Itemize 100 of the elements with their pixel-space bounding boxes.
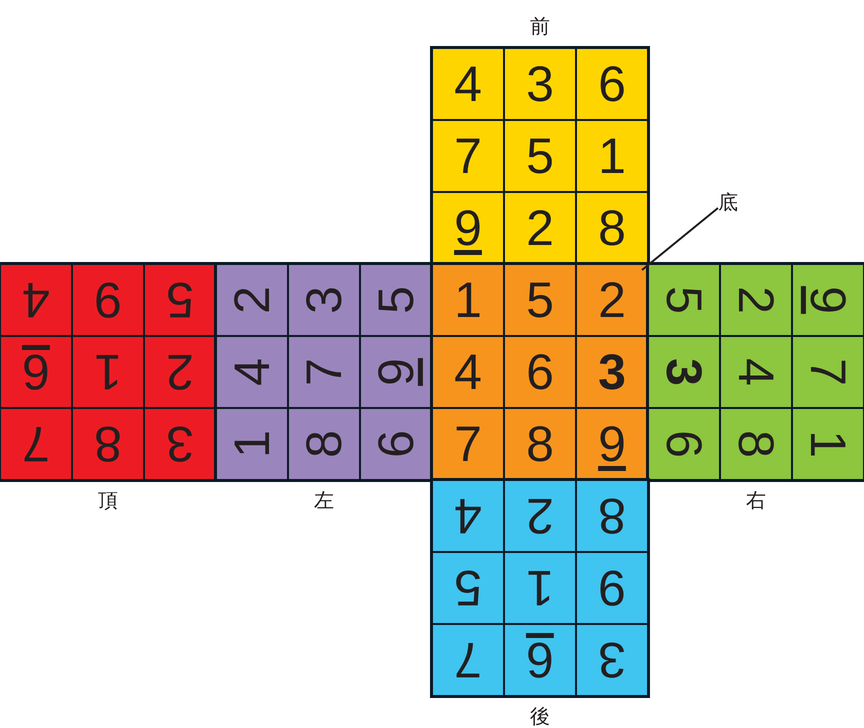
sticker-tile bbox=[576, 624, 648, 696]
digit: 8 bbox=[598, 203, 626, 253]
digit: 9 bbox=[598, 419, 626, 469]
digit: 8 bbox=[299, 430, 349, 458]
cube-face bbox=[0, 264, 216, 480]
sticker-tile bbox=[0, 408, 72, 480]
digit: 4 bbox=[454, 59, 482, 109]
sticker-tile bbox=[648, 408, 720, 480]
digit: 6 bbox=[598, 59, 626, 109]
sticker-tile bbox=[648, 264, 720, 336]
digit: 5 bbox=[371, 286, 421, 314]
digit: 1 bbox=[454, 275, 482, 325]
sticker-tile bbox=[288, 336, 360, 408]
digit: 9 bbox=[371, 358, 421, 386]
face-label: 右 bbox=[746, 490, 766, 510]
digit: 7 bbox=[454, 635, 482, 685]
digit: 3 bbox=[598, 347, 626, 397]
digit: 4 bbox=[731, 358, 781, 386]
sticker-tile bbox=[216, 408, 288, 480]
sticker-tile bbox=[648, 336, 720, 408]
digit: 1 bbox=[227, 430, 277, 458]
sticker-tile bbox=[504, 192, 576, 264]
digit: 7 bbox=[454, 131, 482, 181]
sticker-tile bbox=[720, 336, 792, 408]
sticker-tile bbox=[432, 48, 504, 120]
digit: 4 bbox=[454, 347, 482, 397]
sticker-tile bbox=[432, 480, 504, 552]
cube-face bbox=[432, 48, 648, 264]
digit: 2 bbox=[227, 286, 277, 314]
digit: 9 bbox=[94, 275, 122, 325]
digit: 1 bbox=[598, 131, 626, 181]
digit: 2 bbox=[731, 286, 781, 314]
digit: 2 bbox=[526, 491, 554, 541]
sticker-tile bbox=[504, 48, 576, 120]
sticker-tile bbox=[216, 336, 288, 408]
digit: 6 bbox=[22, 347, 50, 397]
digit: 8 bbox=[94, 419, 122, 469]
sticker-tile bbox=[504, 552, 576, 624]
digit: 3 bbox=[598, 635, 626, 685]
digit: 3 bbox=[299, 286, 349, 314]
digit: 1 bbox=[94, 347, 122, 397]
face-label: 頂 bbox=[98, 490, 118, 510]
sticker-tile bbox=[432, 624, 504, 696]
sticker-tile bbox=[576, 408, 648, 480]
digit: 6 bbox=[659, 430, 709, 458]
digit: 2 bbox=[526, 203, 554, 253]
digit: 9 bbox=[803, 286, 853, 314]
cube-face bbox=[648, 264, 864, 480]
sticker-tile bbox=[504, 408, 576, 480]
sticker-tile bbox=[792, 408, 864, 480]
sticker-tile bbox=[576, 192, 648, 264]
sticker-tile bbox=[432, 120, 504, 192]
sticker-tile bbox=[576, 120, 648, 192]
digit: 8 bbox=[598, 491, 626, 541]
digit: 7 bbox=[22, 419, 50, 469]
sticker-tile bbox=[504, 624, 576, 696]
sticker-tile bbox=[576, 264, 648, 336]
sticker-tile bbox=[432, 264, 504, 336]
digit: 3 bbox=[659, 358, 709, 386]
digit: 5 bbox=[166, 275, 194, 325]
face-label: 後 bbox=[530, 706, 550, 726]
face-label: 底 bbox=[718, 192, 738, 212]
digit: 9 bbox=[454, 203, 482, 253]
digit: 4 bbox=[227, 358, 277, 386]
digit: 7 bbox=[299, 358, 349, 386]
sticker-tile bbox=[576, 336, 648, 408]
digit: 1 bbox=[526, 563, 554, 613]
face-label: 左 bbox=[314, 490, 334, 510]
digit: 6 bbox=[526, 347, 554, 397]
cube-face bbox=[216, 264, 432, 480]
face-label: 前 bbox=[530, 16, 550, 36]
digit: 4 bbox=[454, 491, 482, 541]
sticker-tile bbox=[576, 480, 648, 552]
sticker-tile bbox=[576, 48, 648, 120]
sticker-tile bbox=[720, 408, 792, 480]
sticker-tile bbox=[360, 264, 432, 336]
sticker-tile bbox=[432, 552, 504, 624]
digit: 6 bbox=[526, 635, 554, 685]
sticker-tile bbox=[432, 336, 504, 408]
sticker-tile bbox=[72, 336, 144, 408]
digit: 5 bbox=[454, 563, 482, 613]
sticker-tile bbox=[504, 264, 576, 336]
sticker-tile bbox=[432, 192, 504, 264]
sticker-tile bbox=[792, 264, 864, 336]
sticker-tile bbox=[0, 336, 72, 408]
sticker-tile bbox=[360, 336, 432, 408]
sticker-tile bbox=[72, 408, 144, 480]
digit: 5 bbox=[659, 286, 709, 314]
digit: 5 bbox=[526, 275, 554, 325]
digit: 8 bbox=[526, 419, 554, 469]
sticker-tile bbox=[72, 264, 144, 336]
sticker-tile bbox=[288, 264, 360, 336]
sticker-tile bbox=[504, 120, 576, 192]
digit: 2 bbox=[166, 347, 194, 397]
digit: 4 bbox=[22, 275, 50, 325]
sticker-tile bbox=[144, 336, 216, 408]
digit: 8 bbox=[731, 430, 781, 458]
sticker-tile bbox=[504, 480, 576, 552]
sticker-tile bbox=[576, 552, 648, 624]
sticker-tile bbox=[792, 336, 864, 408]
